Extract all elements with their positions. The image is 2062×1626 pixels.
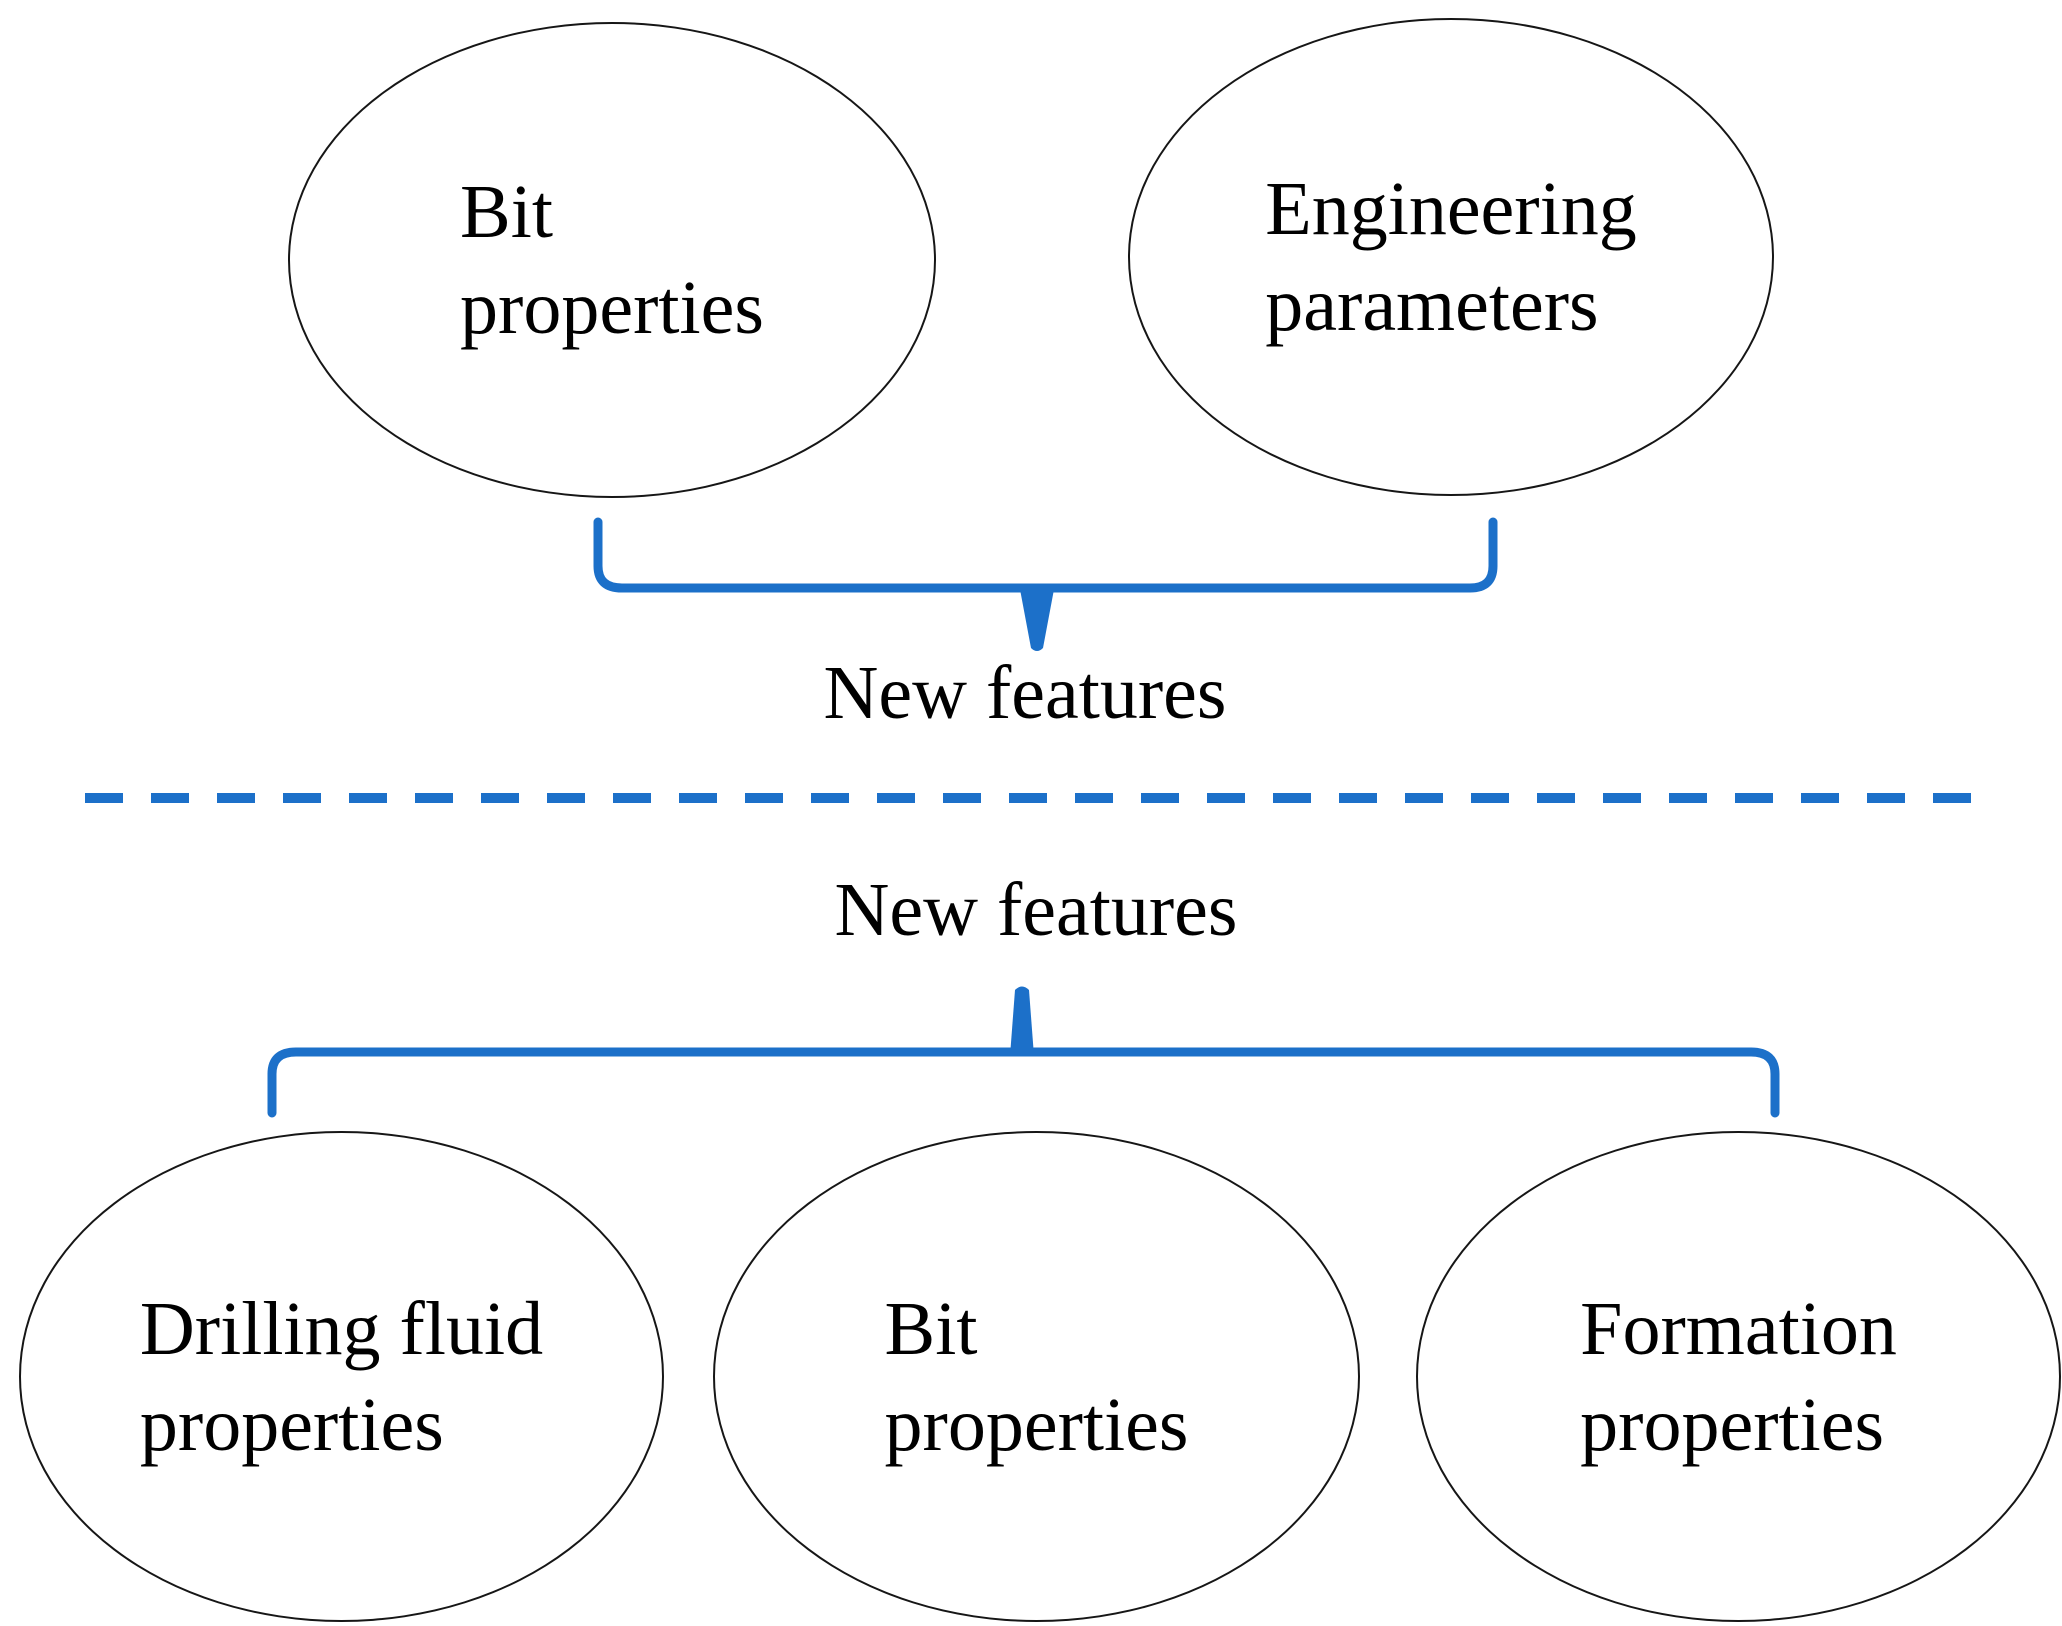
ellipse-label: Engineering parameters xyxy=(1265,167,1637,347)
ellipse-label: Bit properties xyxy=(460,170,764,350)
bottom-group-brace xyxy=(267,1047,1780,1118)
label-new-features-top: New features xyxy=(823,651,1227,735)
bottom-group-brace-tip xyxy=(1010,986,1034,1056)
top-group-brace xyxy=(593,517,1498,593)
label-new-features-bottom: New features xyxy=(834,868,1238,952)
top-group-brace-tip xyxy=(1019,584,1055,651)
ellipse-label: Formation properties xyxy=(1580,1286,1897,1467)
ellipse-label: Drilling fluid properties xyxy=(139,1286,544,1467)
ellipse-formation-properties: Formation properties xyxy=(1416,1131,2061,1622)
ellipse-bit-properties-bottom: Bit properties xyxy=(713,1131,1360,1622)
ellipse-label: Bit properties xyxy=(884,1286,1189,1467)
ellipse-engineering-parameters: Engineering parameters xyxy=(1128,18,1774,496)
ellipse-bit-properties-top: Bit properties xyxy=(288,22,936,498)
ellipse-drilling-fluid-properties: Drilling fluid properties xyxy=(19,1131,664,1622)
